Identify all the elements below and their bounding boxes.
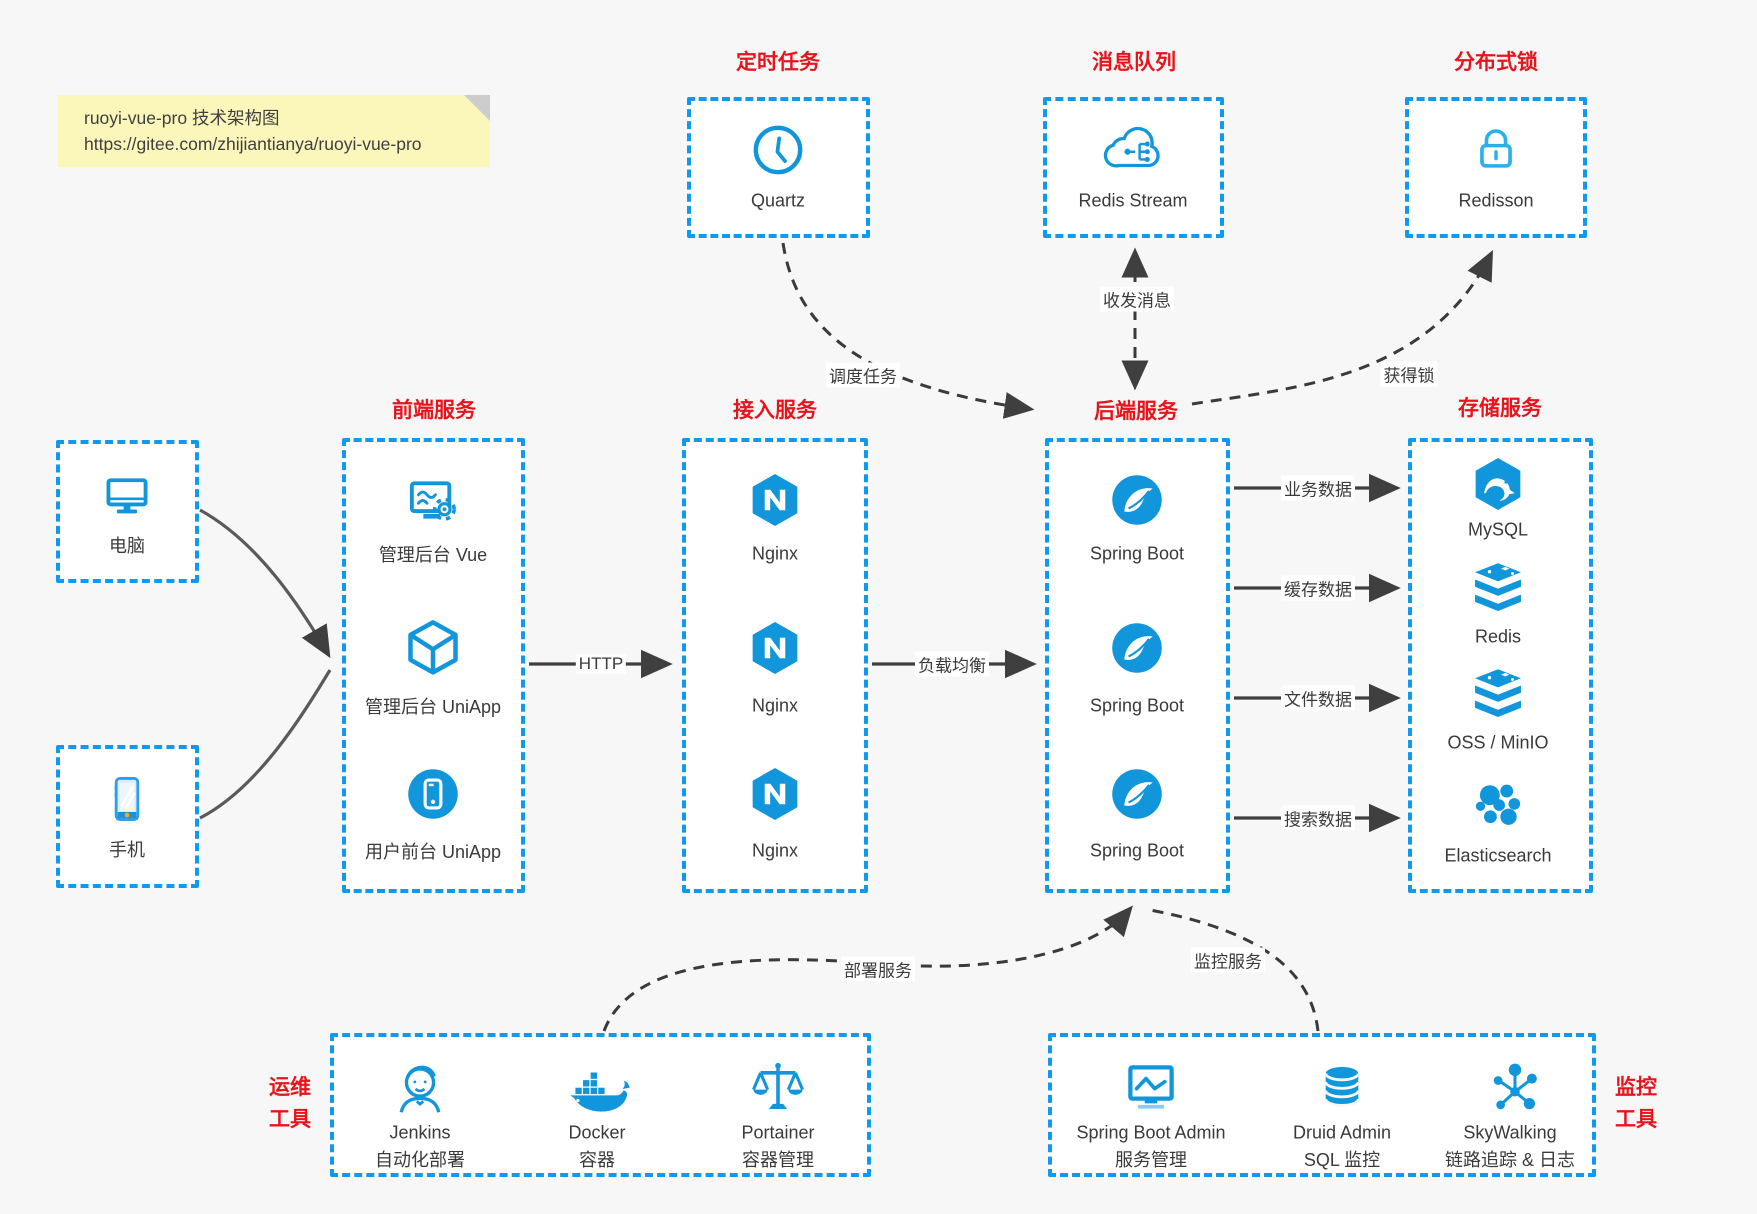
mq-box	[1043, 97, 1224, 238]
monitoring-title: 监控 工具	[1615, 1072, 1657, 1136]
spring-icon	[1112, 623, 1162, 673]
lock-title: 分布式锁	[1454, 51, 1538, 74]
mq-title: 消息队列	[1092, 51, 1176, 74]
lock-icon	[1480, 129, 1512, 168]
monitoring-title-line2: 工具	[1615, 1108, 1657, 1131]
search-data-label: 搜索数据	[1281, 805, 1355, 831]
mobile-icon	[114, 777, 140, 821]
druid-sublabel: SQL 监控	[1303, 1150, 1381, 1170]
devops-title-line2: 工具	[269, 1108, 311, 1131]
redisson-label: Redisson	[1458, 190, 1534, 211]
cache-data-label: 缓存数据	[1281, 575, 1355, 601]
pc-label: 电脑	[109, 536, 145, 556]
jenkins-label: Jenkins	[389, 1122, 451, 1143]
portainer-sublabel: 容器管理	[742, 1150, 814, 1170]
spring-boot-label: Spring Boot	[1089, 695, 1185, 716]
deploy-service-line	[602, 905, 1133, 1032]
devops-title: 运维 工具	[269, 1072, 311, 1136]
nginx-label: Nginx	[751, 840, 799, 861]
scheduler-box	[687, 97, 870, 238]
redis-stack-icon	[1475, 669, 1521, 717]
gateway-title: 接入服务	[733, 399, 817, 422]
user-uniapp-label: 用户前台 UniApp	[364, 842, 502, 862]
redis-stream-label: Redis Stream	[1078, 190, 1188, 211]
portainer-label: Portainer	[741, 1122, 815, 1143]
pc-to-frontend-line	[199, 508, 331, 659]
admin-vue-label: 管理后台 Vue	[378, 545, 488, 565]
business-data-label: 业务数据	[1281, 475, 1355, 501]
oss-minio-label: OSS / MinIO	[1447, 732, 1549, 753]
nginx-icon	[752, 474, 798, 526]
spring-boot-label: Spring Boot	[1089, 543, 1185, 564]
docker-icon	[570, 1072, 630, 1112]
schedule-task-line	[781, 242, 1035, 419]
schedule-task-label: 调度任务	[826, 362, 900, 388]
deploy-service-label: 部署服务	[841, 956, 915, 982]
monitor-service-line	[1149, 908, 1320, 1032]
monitoring-title-line1: 监控	[1615, 1076, 1657, 1099]
elasticsearch-label: Elasticsearch	[1444, 845, 1552, 866]
sticky-note: ruoyi-vue-pro 技术架构图 https://gitee.com/zh…	[58, 95, 490, 167]
note-title: ruoyi-vue-pro 技术架构图	[84, 108, 280, 128]
skywalking-icon	[1493, 1063, 1537, 1110]
portainer-icon	[752, 1062, 804, 1110]
phone-label: 手机	[109, 840, 145, 860]
acquire-lock-label: 获得锁	[1380, 361, 1438, 387]
admin-uniapp-label: 管理后台 UniApp	[364, 697, 502, 717]
nginx-icon	[752, 768, 798, 820]
cloud-stream-icon	[1103, 126, 1160, 168]
desktop-icon	[106, 478, 148, 514]
druid-icon	[1324, 1067, 1360, 1107]
devops-title-line1: 运维	[269, 1076, 311, 1099]
mysql-label: MySQL	[1467, 519, 1529, 540]
file-data-label: 文件数据	[1281, 685, 1355, 711]
http-label: HTTP	[575, 654, 627, 674]
scheduler-title: 定时任务	[736, 51, 820, 74]
spring-boot-admin-sublabel: 服务管理	[1115, 1150, 1187, 1170]
user-app-icon	[408, 769, 458, 819]
send-receive-message-label: 收发消息	[1100, 286, 1174, 312]
backend-title: 后端服务	[1094, 400, 1178, 423]
docker-label: Docker	[568, 1122, 626, 1143]
acquire-lock-line	[1191, 249, 1494, 406]
redis-label: Redis	[1474, 626, 1522, 647]
clock-icon	[753, 125, 803, 175]
frontend-title: 前端服务	[392, 399, 476, 422]
spring-icon	[1112, 769, 1162, 819]
druid-label: Druid Admin	[1292, 1122, 1392, 1143]
note-fold-corner	[464, 95, 490, 121]
spring-boot-label: Spring Boot	[1089, 840, 1185, 861]
nginx-icon	[752, 622, 798, 674]
nginx-label: Nginx	[751, 543, 799, 564]
quartz-label: Quartz	[750, 190, 806, 211]
spring-boot-admin-label: Spring Boot Admin	[1076, 1122, 1226, 1143]
storage-title: 存储服务	[1458, 397, 1542, 420]
spring-icon	[1112, 475, 1162, 525]
skywalking-sublabel: 链路追踪 & 日志	[1444, 1150, 1576, 1170]
uniapp-cube-icon	[408, 620, 458, 675]
jenkins-sublabel: 自动化部署	[375, 1150, 465, 1170]
skywalking-label: SkyWalking	[1463, 1122, 1557, 1143]
mysql-icon	[1475, 458, 1521, 510]
monitor-service-label: 监控服务	[1191, 947, 1265, 973]
load-balance-label: 负载均衡	[915, 651, 989, 677]
note-url: https://gitee.com/zhijiantianya/ruoyi-vu…	[84, 134, 422, 154]
docker-sublabel: 容器	[579, 1150, 615, 1170]
admin-vue-icon	[409, 481, 456, 521]
phone-to-frontend-line	[199, 669, 332, 820]
redis-stack-icon	[1475, 563, 1521, 611]
nginx-label: Nginx	[751, 695, 799, 716]
spring-boot-admin-icon	[1128, 1065, 1174, 1109]
elasticsearch-icon	[1475, 784, 1521, 825]
jenkins-icon	[399, 1065, 441, 1113]
